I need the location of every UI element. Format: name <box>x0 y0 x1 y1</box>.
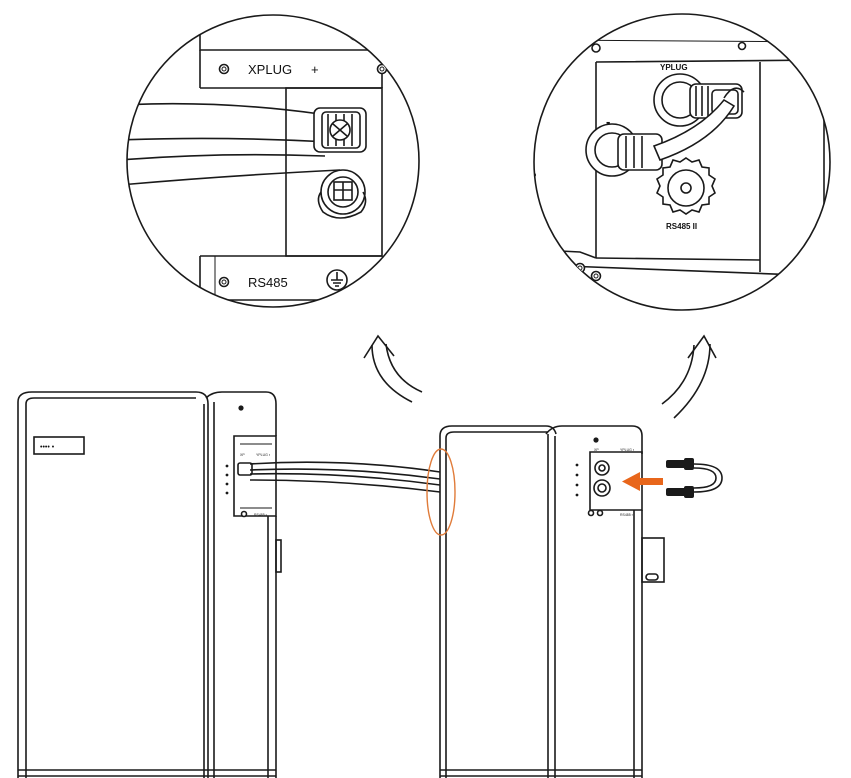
svg-text:RS485 ▪: RS485 ▪ <box>620 513 633 517</box>
ground-icon <box>326 269 348 291</box>
svg-text:YPLUG ▪: YPLUG ▪ <box>620 448 634 452</box>
svg-text:XP: XP <box>594 448 599 452</box>
zoom-circle-right: YPLUG - RS485 II <box>533 13 831 311</box>
xplug-label: XPLUG <box>248 62 292 77</box>
battery-cabinet-right: XP YPLUG ▪ RS485 ▪ <box>439 425 665 778</box>
inter-unit-cable <box>249 461 441 493</box>
minus-label: - <box>606 114 610 129</box>
yplug-label: YPLUG <box>660 63 688 72</box>
battery-cabinet-left: •••• • XP YPLUG ▪ RS485 ▪ <box>17 391 282 778</box>
rs485-ii-port <box>656 157 716 215</box>
rs485-ii-label: RS485 II <box>666 222 697 231</box>
curved-arrow-icon <box>363 334 423 403</box>
svg-text:YPLUG ▪: YPLUG ▪ <box>256 453 270 457</box>
zoom-circle-left: XPLUG + RS485 <box>126 14 420 308</box>
plus-label: + <box>311 62 319 77</box>
jumper-cable <box>666 458 723 498</box>
highlight-ellipse <box>426 448 456 536</box>
curved-arrow-icon <box>661 334 717 419</box>
svg-text:•••• •: •••• • <box>40 444 55 451</box>
svg-text:XP: XP <box>240 453 245 457</box>
svg-text:RS485 ▪: RS485 ▪ <box>254 513 267 517</box>
insert-arrow-icon <box>622 472 663 491</box>
rs485-label: RS485 <box>248 275 288 290</box>
